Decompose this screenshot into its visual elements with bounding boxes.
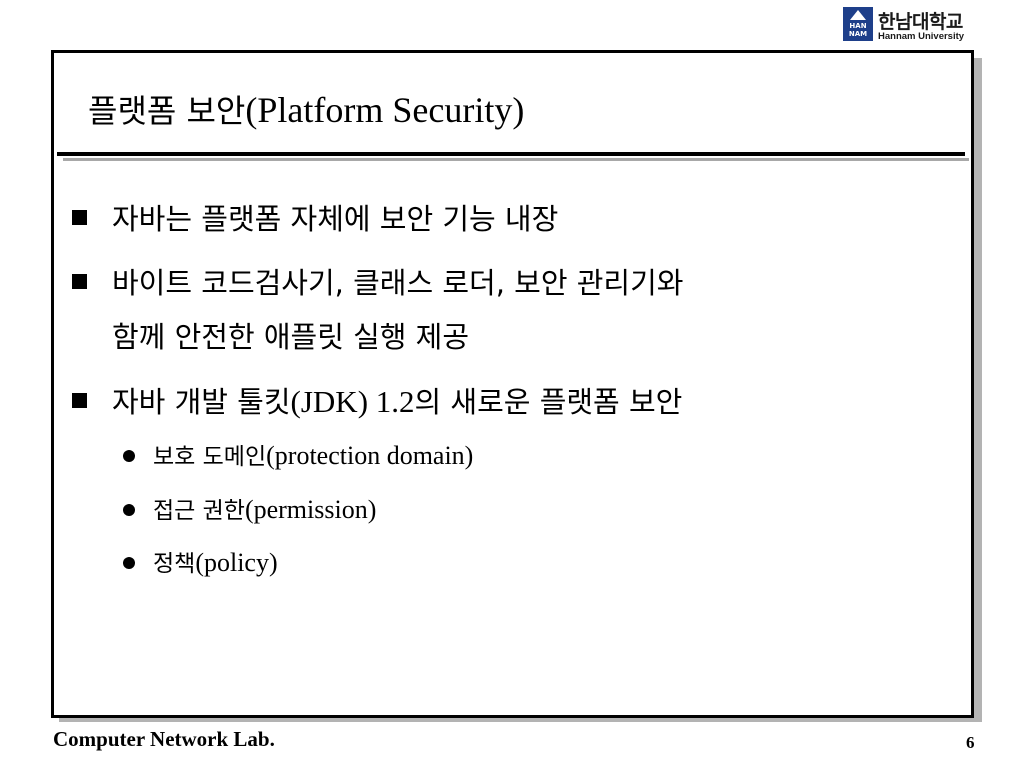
title-rule: [57, 152, 965, 156]
bullet-text-line-1: 바이트 코드검사기, 클래스 로더, 보안 관리기와: [112, 266, 684, 300]
bullet-text-korean: 자바 개발 툴킷: [112, 385, 291, 419]
slide-frame: [51, 50, 974, 718]
sub-bullet-korean: 보호 도메인: [153, 444, 267, 470]
university-name-korean: 한남대학교: [878, 11, 963, 33]
university-logo: HAN NAM 한남대학교 Hannam University: [843, 7, 983, 43]
emblem-text-top: HAN: [849, 22, 867, 30]
round-bullet-icon: [123, 557, 135, 569]
title-rule-shadow: [63, 158, 969, 161]
sub-bullet-korean: 정책: [153, 551, 196, 577]
round-bullet-icon: [123, 450, 135, 462]
footer-lab-name: Computer Network Lab.: [53, 727, 275, 751]
sub-bullet-english: (policy): [195, 548, 278, 577]
university-name-english: Hannam University: [878, 31, 965, 42]
slide-title-english: (Platform Security): [245, 90, 525, 130]
emblem-text-bottom: NAM: [848, 30, 868, 38]
square-bullet-icon: [72, 274, 87, 289]
sub-bullet-english: (permission): [244, 495, 377, 524]
slide-title-korean: 플랫폼 보안: [88, 92, 246, 130]
bullet-text-english: (JDK) 1.2: [290, 384, 415, 419]
hannam-emblem-icon: HAN NAM: [843, 7, 873, 41]
page-number: 6: [966, 733, 975, 752]
sub-bullet-korean: 접근 권한: [153, 498, 245, 524]
square-bullet-icon: [72, 393, 87, 408]
round-bullet-icon: [123, 504, 135, 516]
bullet-text-line-2: 함께 안전한 애플릿 실행 제공: [112, 320, 470, 354]
slide-title: 플랫폼 보안(Platform Security): [88, 90, 524, 131]
bullet-text-korean-suffix: 의 새로운 플랫폼 보안: [414, 385, 683, 419]
bullet-text: 자바는 플랫폼 자체에 보안 기능 내장: [112, 202, 559, 236]
sub-bullet-english: (protection domain): [266, 441, 474, 470]
square-bullet-icon: [72, 210, 87, 225]
